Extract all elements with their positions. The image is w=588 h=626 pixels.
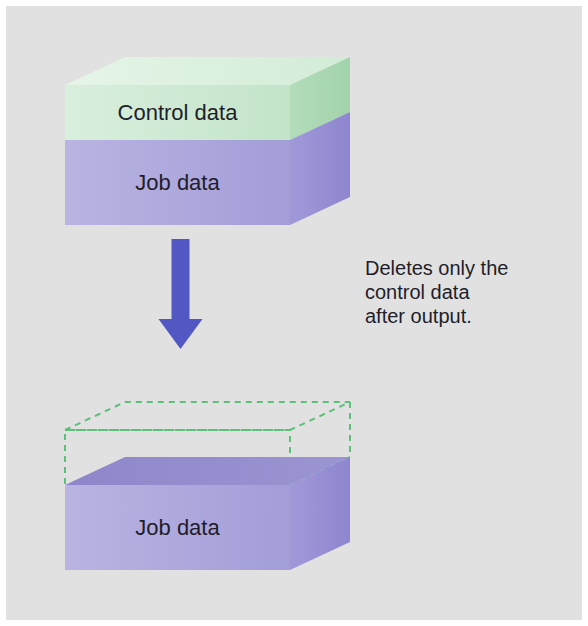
job-data-slab: Job data xyxy=(65,485,290,570)
note-text: Deletes only the control data after outp… xyxy=(365,256,511,328)
job-data-slab: Job data xyxy=(65,140,290,225)
node-text: Job data xyxy=(125,170,229,196)
block-arrow xyxy=(159,239,203,349)
slab-side-face xyxy=(290,112,350,225)
node-text: Job data xyxy=(125,515,229,541)
arrow-shaft xyxy=(172,239,190,319)
node-text: Control data xyxy=(108,100,248,126)
control-data-slab: Control data xyxy=(65,85,290,140)
deleted-slab-outline xyxy=(65,402,350,485)
arrow-head xyxy=(159,319,203,349)
slab-side-face xyxy=(290,457,350,570)
